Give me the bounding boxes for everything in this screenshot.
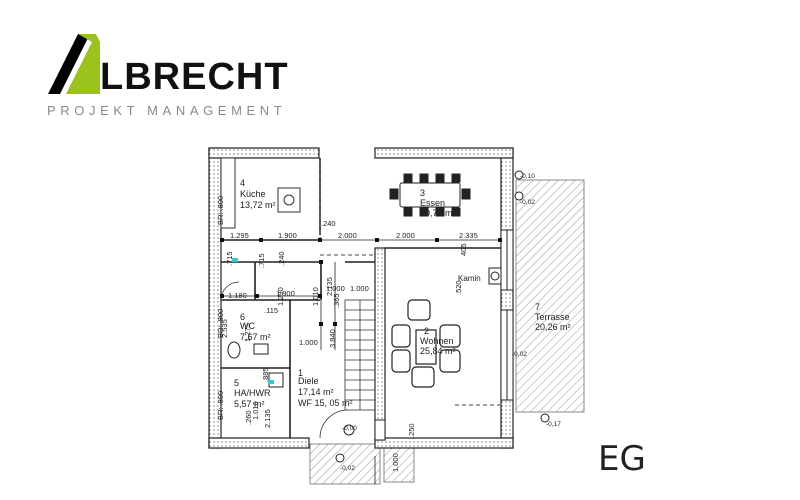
svg-text:405: 405	[459, 243, 468, 256]
svg-text:-0,02: -0,02	[512, 351, 527, 358]
outer-walls	[208, 147, 514, 449]
dimension-ticks	[220, 238, 502, 326]
svg-text:2.135: 2.135	[325, 277, 334, 296]
svg-text:.885: .885	[261, 367, 270, 382]
kitchen-fixtures	[220, 157, 301, 229]
kamin-label: Kamin	[458, 274, 481, 283]
floor-label: EG	[598, 439, 646, 479]
svg-text:BR: .800: BR: .800	[216, 309, 225, 338]
svg-text:1.000: 1.000	[391, 453, 400, 472]
svg-text:3.840: 3.840	[328, 329, 337, 348]
room-number: 6	[240, 312, 245, 322]
room-area: 5,57 m²	[234, 399, 265, 409]
room-area: 17,14 m²	[298, 387, 334, 397]
accent-marker-2	[268, 380, 274, 384]
room-hahwr: 5 HA/HWR 5,57 m²	[234, 378, 271, 409]
room-diele: 1 Diele 17,14 m² WF 15, 05 m²	[298, 368, 353, 408]
room-kuche: 4 Küche 13,72 m²	[240, 178, 276, 210]
room-area: 20,26 m²	[535, 322, 571, 332]
svg-text:BR: .800: BR: .800	[216, 391, 225, 420]
svg-text:1.010: 1.010	[311, 287, 320, 306]
room-number: 3	[420, 188, 425, 198]
svg-text:.240: .240	[321, 219, 336, 228]
dining-table	[389, 173, 471, 217]
svg-text:1.000: 1.000	[299, 338, 318, 347]
windows	[374, 229, 514, 441]
room-name: Küche	[240, 189, 266, 199]
room-area: 25,84 m²	[420, 346, 456, 356]
svg-text:-0,10: -0,10	[520, 173, 535, 180]
svg-text:-0,17: -0,17	[546, 421, 561, 428]
entrance-area	[309, 443, 381, 485]
svg-text:.115: .115	[264, 306, 278, 315]
svg-text:.240: .240	[277, 251, 286, 266]
room-terrasse: 7 Terrasse 20,26 m²	[535, 302, 571, 332]
room-name: HA/HWR	[234, 388, 271, 398]
room-number: 7	[535, 302, 540, 312]
elevation-labels: -0,10 -0,02 -0,02 -0,17 -0,02 -0,00	[340, 173, 561, 472]
svg-text:1.180: 1.180	[228, 291, 247, 300]
svg-text:-0,00: -0,00	[342, 425, 357, 432]
room-area: 13,72 m²	[240, 200, 276, 210]
room-name: Diele	[298, 376, 319, 386]
room-name: Essen	[420, 198, 445, 208]
accent-marker-1	[232, 258, 238, 262]
fireplace	[488, 267, 502, 285]
logo-mark-a	[48, 34, 90, 94]
dimension-lines	[222, 239, 500, 484]
room-name: Terrasse	[535, 312, 570, 322]
svg-text:.365: .365	[332, 293, 341, 308]
room-number: 2	[424, 326, 429, 336]
stairs	[344, 299, 376, 411]
svg-text:.260: .260	[244, 410, 253, 425]
svg-text:2.535: 2.535	[220, 319, 229, 338]
svg-text:2.000: 2.000	[338, 231, 357, 240]
terrace-area	[515, 179, 585, 413]
svg-text:-0,02: -0,02	[520, 199, 535, 206]
elevation-markers	[335, 170, 550, 463]
living-seating	[391, 299, 461, 388]
dashed-lines	[319, 160, 500, 406]
dimension-labels: 1.295 1.900 2.000 2.000 2.335 .240 1.180…	[216, 196, 478, 472]
svg-text:1.900: 1.900	[278, 231, 297, 240]
svg-text:-0,02: -0,02	[340, 465, 355, 472]
svg-text:1.900: 1.900	[276, 289, 295, 298]
room-area: 7,67 m²	[240, 332, 271, 342]
brand-name: LBRECHT	[100, 56, 289, 98]
svg-text:1.275: 1.275	[243, 323, 252, 342]
brand-tagline: PROJEKT MANAGEMENT	[47, 103, 287, 118]
svg-text:1.295: 1.295	[230, 231, 249, 240]
svg-text:.250: .250	[407, 423, 416, 438]
svg-text:1.290: 1.290	[276, 287, 285, 306]
svg-text:1.010: 1.010	[251, 401, 260, 420]
room-number: 1	[298, 368, 303, 378]
logo-mark-green	[78, 34, 100, 42]
room-wohnen: 2 Wohnen 25,84 m²	[420, 326, 456, 356]
room-number: 4	[240, 178, 245, 188]
room-area: 30,71 m²	[420, 208, 456, 218]
room-essen: 3 Essen 30,71 m²	[420, 188, 456, 218]
svg-text:2.000: 2.000	[396, 231, 415, 240]
room-name: Wohnen	[420, 336, 453, 346]
logo-mark-accent	[66, 42, 100, 94]
company-logo	[48, 34, 100, 94]
svg-text:1.000: 1.000	[326, 284, 345, 293]
svg-text:.715: .715	[257, 253, 266, 268]
svg-text:.715: .715	[225, 251, 234, 266]
svg-text:BR: .800: BR: .800	[216, 196, 225, 225]
room-number: 5	[234, 378, 239, 388]
svg-text:2.135: 2.135	[263, 409, 272, 428]
svg-text:2.335: 2.335	[459, 231, 478, 240]
svg-text:.520: .520	[454, 280, 463, 295]
room-wc: 6 WC 7,67 m²	[240, 312, 271, 342]
room-name: WC	[240, 321, 255, 331]
entrance-area-right	[383, 443, 415, 483]
room-extra: WF 15, 05 m²	[298, 398, 353, 408]
svg-text:1.000: 1.000	[350, 284, 369, 293]
